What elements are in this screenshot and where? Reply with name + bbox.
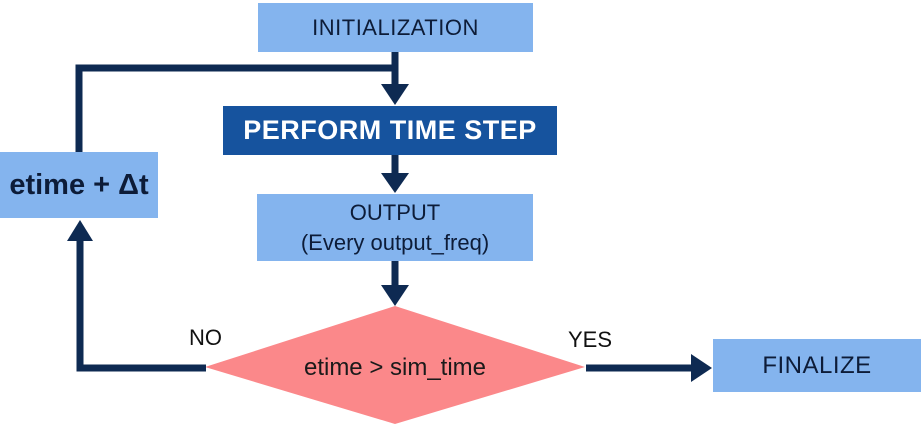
node-output-label-line1: OUTPUT <box>349 199 441 225</box>
node-etime-update: etime + Δt <box>0 152 158 218</box>
decision-label: etime > sim_time <box>303 354 487 381</box>
arrowhead-into-decision <box>381 285 409 306</box>
node-perform-time-step: PERFORM TIME STEP <box>223 106 557 155</box>
decision-diamond <box>205 306 585 424</box>
arrowhead-into-output <box>381 173 409 193</box>
connector-no-to-etime <box>76 241 206 372</box>
node-perform-time-step-label: PERFORM TIME STEP <box>243 115 537 145</box>
node-initialization: INITIALIZATION <box>258 3 533 52</box>
arrowhead-into-etime <box>67 220 93 241</box>
node-finalize-label: FINALIZE <box>762 351 872 379</box>
node-output-label-line2: (Every output_freq) <box>300 229 490 255</box>
node-initialization-label: INITIALIZATION <box>312 14 479 40</box>
node-etime-update-label: etime + Δt <box>9 168 149 201</box>
branch-label-yes: YES <box>568 327 613 352</box>
arrowhead-into-timestep <box>381 84 409 105</box>
node-finalize: FINALIZE <box>713 339 921 392</box>
node-output: OUTPUT (Every output_freq) <box>257 194 533 261</box>
connector-etime-to-timestep <box>75 64 398 152</box>
branch-label-no: NO <box>189 325 222 350</box>
arrowhead-into-finalize <box>691 354 712 382</box>
